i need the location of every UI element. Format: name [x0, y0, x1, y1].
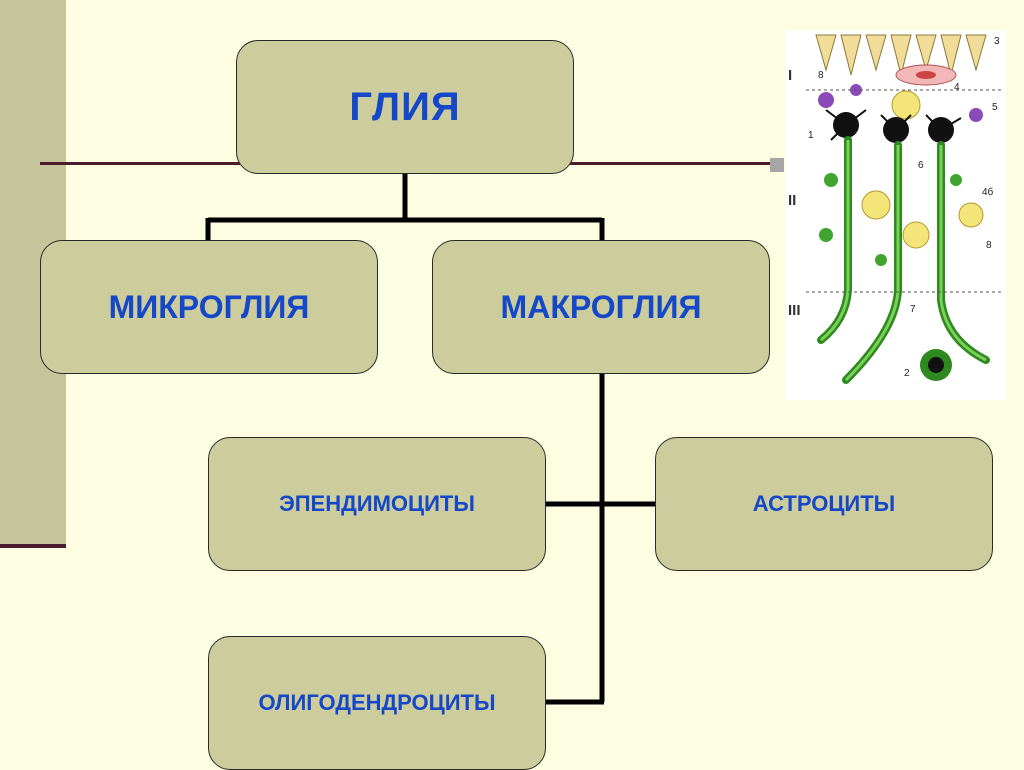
side-decor-line: [0, 544, 66, 548]
number-label: 2: [904, 368, 910, 379]
node-astrocytes: АСТРОЦИТЫ: [655, 437, 993, 571]
node-ependymocytes-label: ЭПЕНДИМОЦИТЫ: [279, 491, 475, 516]
node-macroglia: МАКРОГЛИЯ: [432, 240, 770, 374]
number-label: 1: [808, 130, 814, 141]
node-oligodendrocytes: ОЛИГОДЕНДРОЦИТЫ: [208, 636, 546, 770]
glia-cells-illustration: I II III 3 8 4 5 1 6 4б 8 7 2: [786, 30, 1006, 400]
node-astrocytes-label: АСТРОЦИТЫ: [752, 491, 896, 516]
number-label: 4: [954, 82, 960, 93]
layer-label-iii: III: [788, 302, 801, 319]
number-label: 5: [992, 102, 998, 113]
node-oligodendrocytes-label: ОЛИГОДЕНДРОЦИТЫ: [258, 690, 496, 715]
header-rule-right: [560, 162, 780, 165]
number-label: 6: [918, 160, 924, 171]
header-rule-left: [40, 162, 280, 165]
number-label: 8: [986, 240, 992, 251]
header-rule-marker: [770, 158, 784, 172]
node-macroglia-label: МАКРОГЛИЯ: [500, 288, 702, 325]
layer-label-ii: II: [788, 192, 796, 209]
layer-label-i: I: [788, 67, 792, 84]
node-ependymocytes: ЭПЕНДИМОЦИТЫ: [208, 437, 546, 571]
glia-cells-drawing: I II III 3 8 4 5 1 6 4б 8 7 2: [788, 34, 1001, 384]
number-label: 4б: [982, 186, 994, 198]
number-label: 8: [818, 70, 824, 81]
node-glia: ГЛИЯ: [236, 40, 574, 174]
node-microglia-label: МИКРОГЛИЯ: [108, 288, 310, 325]
number-label: 7: [910, 304, 916, 315]
node-glia-label: ГЛИЯ: [349, 84, 461, 129]
node-microglia: МИКРОГЛИЯ: [40, 240, 378, 374]
number-label: 3: [994, 36, 1000, 47]
